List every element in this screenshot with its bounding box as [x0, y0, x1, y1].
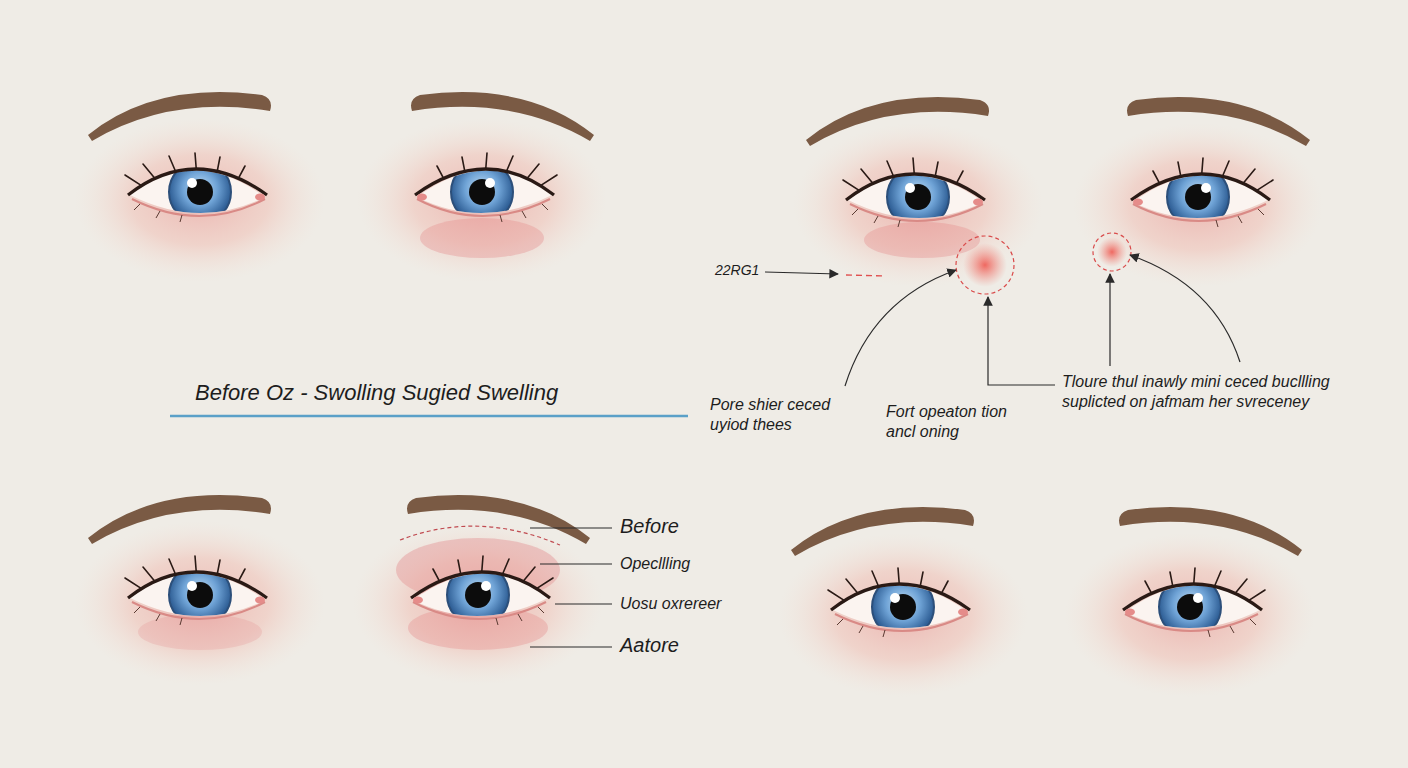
callout-label: Tloure thul inawly mini ceced bucllling …	[1062, 372, 1392, 411]
left-eye	[75, 495, 325, 685]
swelling-spot	[963, 243, 1007, 287]
diagram-title: Before Oz - Swolling Sugied Swelling	[195, 380, 558, 407]
callout-label: Pore shier ceced uyiod thees	[710, 395, 860, 434]
left-eye	[778, 507, 1028, 697]
right-eye	[1065, 507, 1315, 697]
swelling-spot	[1097, 237, 1127, 267]
callout-label: 22RG1	[715, 262, 759, 279]
callout-label: Before	[620, 514, 679, 538]
right-eye	[357, 92, 607, 282]
left-eye	[75, 92, 325, 282]
callout-label: Uosu oxrereer	[620, 594, 721, 614]
right-eye	[1073, 97, 1323, 287]
callout-label: Aatore	[620, 633, 679, 657]
callout-label: Fort opeaton tion ancl oning	[886, 402, 1036, 441]
right-eye	[353, 495, 603, 685]
left-eye	[793, 97, 1043, 287]
callout-label: Opecllling	[620, 554, 690, 574]
